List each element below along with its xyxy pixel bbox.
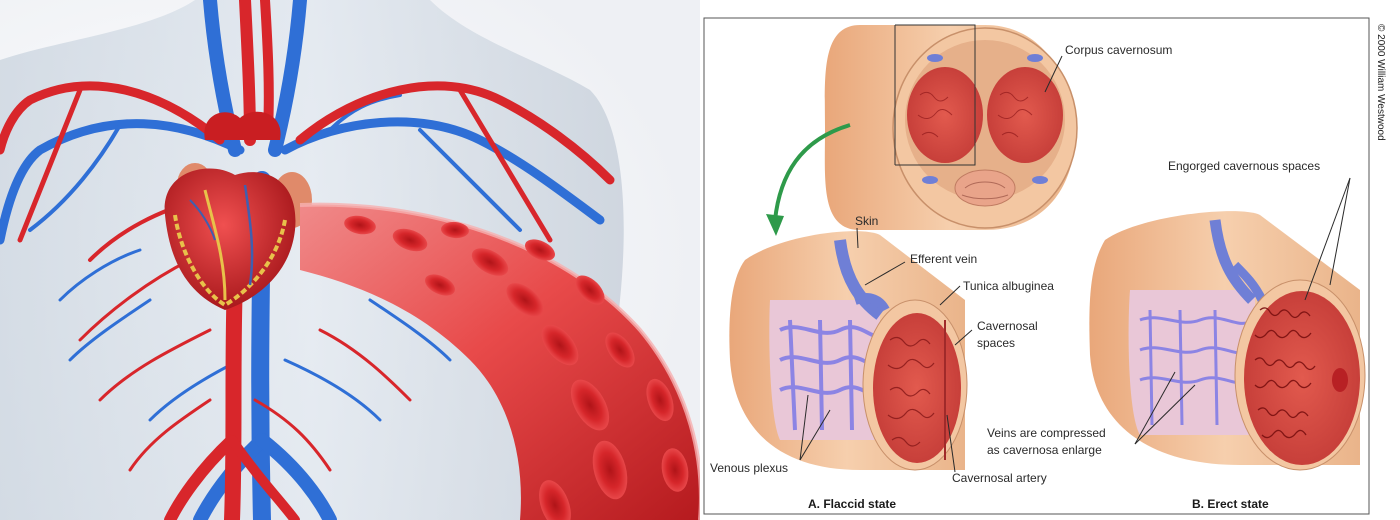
- label-tunica-albuginea: Tunica albuginea: [963, 279, 1054, 293]
- flaccid-venous-plexus: [779, 319, 881, 431]
- circulatory-illustration: [0, 0, 700, 520]
- leader-lines: [799, 55, 1351, 473]
- label-venous-plexus: Venous plexus: [710, 461, 788, 475]
- copyright-notice: © 2000 William Westwood: [1375, 24, 1386, 141]
- flaccid-illustration: [729, 231, 968, 471]
- red-blood-cells: [344, 215, 689, 520]
- arrow-head: [766, 214, 784, 236]
- cross-section-top: [824, 24, 1078, 230]
- label-skin: Skin: [855, 214, 878, 228]
- label-cavernosal-spaces-2: spaces: [977, 336, 1015, 350]
- label-corpus-cavernosum: Corpus cavernosum: [1065, 43, 1172, 57]
- label-cavernosal-artery: Cavernosal artery: [952, 471, 1047, 485]
- label-cavernosal-spaces-1: Cavernosal: [977, 319, 1038, 333]
- caption-flaccid: A. Flaccid state: [808, 497, 896, 511]
- label-efferent-vein: Efferent vein: [910, 252, 977, 266]
- label-veins-compressed-2: as cavernosa enlarge: [987, 443, 1102, 457]
- blood-vessel: [299, 202, 700, 520]
- anatomy-panel: Corpus cavernosum Skin Efferent vein Tun…: [703, 17, 1386, 515]
- label-veins-compressed-1: Veins are compressed: [987, 426, 1106, 440]
- label-engorged-spaces: Engorged cavernous spaces: [1168, 159, 1320, 173]
- transition-arrow: [773, 123, 851, 221]
- caption-erect: B. Erect state: [1192, 497, 1269, 511]
